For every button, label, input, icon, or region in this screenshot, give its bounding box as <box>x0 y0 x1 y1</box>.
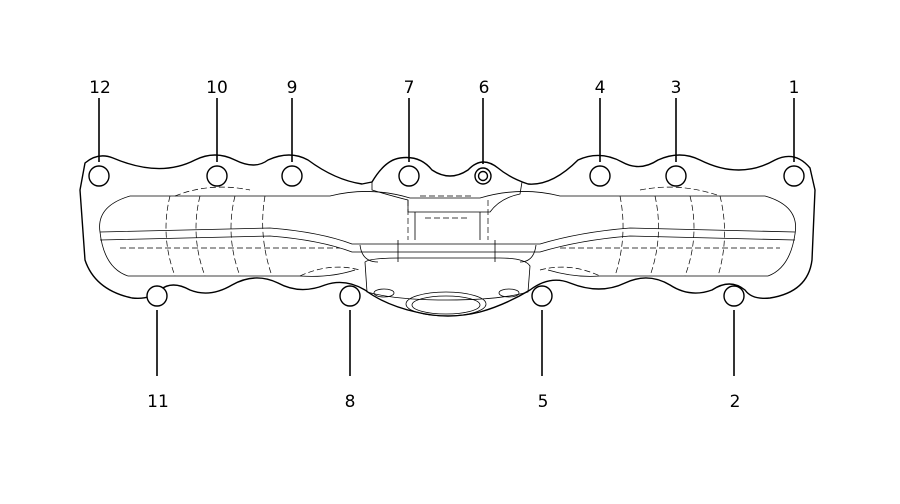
bolt-hole-7 <box>398 165 420 187</box>
callout-5: 5 <box>538 392 549 412</box>
callout-4: 4 <box>595 78 606 98</box>
callout-9: 9 <box>287 78 298 98</box>
bolt-hole-3 <box>665 165 687 187</box>
callout-3: 3 <box>671 78 682 98</box>
lower-runner <box>128 269 768 277</box>
runner-end-left <box>99 195 131 277</box>
outlet-port-inner <box>411 295 481 315</box>
callout-8: 8 <box>345 392 356 412</box>
bolt-hole-6-inner <box>477 170 489 182</box>
callout-6: 6 <box>479 78 490 98</box>
bolt-hole-11 <box>146 285 168 307</box>
collector-dash <box>407 195 489 240</box>
bolt-hole-4 <box>589 165 611 187</box>
bolt-hole-5 <box>531 285 553 307</box>
collector-top <box>371 181 523 213</box>
seam-band-upper <box>99 227 796 245</box>
upper-runner <box>130 191 765 199</box>
bolt-hole-12 <box>88 165 110 187</box>
seam-band-lower <box>99 235 796 253</box>
collector-body <box>364 257 531 301</box>
outlet-port-outer <box>405 291 487 317</box>
callout-1: 1 <box>789 78 800 98</box>
leader-lines <box>98 98 795 376</box>
callout-2: 2 <box>730 392 741 412</box>
bolt-hole-8 <box>339 285 361 307</box>
bolt-hole-2 <box>723 285 745 307</box>
stud-slot-left <box>373 288 395 298</box>
collector-mid <box>359 212 537 263</box>
callout-11: 11 <box>147 392 169 412</box>
callout-10: 10 <box>206 78 228 98</box>
callout-7: 7 <box>404 78 415 98</box>
bolt-hole-9 <box>281 165 303 187</box>
hidden-contours <box>120 186 780 277</box>
bolt-hole-1 <box>783 165 805 187</box>
bolt-hole-10 <box>206 165 228 187</box>
stud-slot-right <box>498 288 520 298</box>
callout-12: 12 <box>89 78 111 98</box>
manifold-flange-outline <box>79 154 816 317</box>
runner-end-right <box>764 195 797 277</box>
